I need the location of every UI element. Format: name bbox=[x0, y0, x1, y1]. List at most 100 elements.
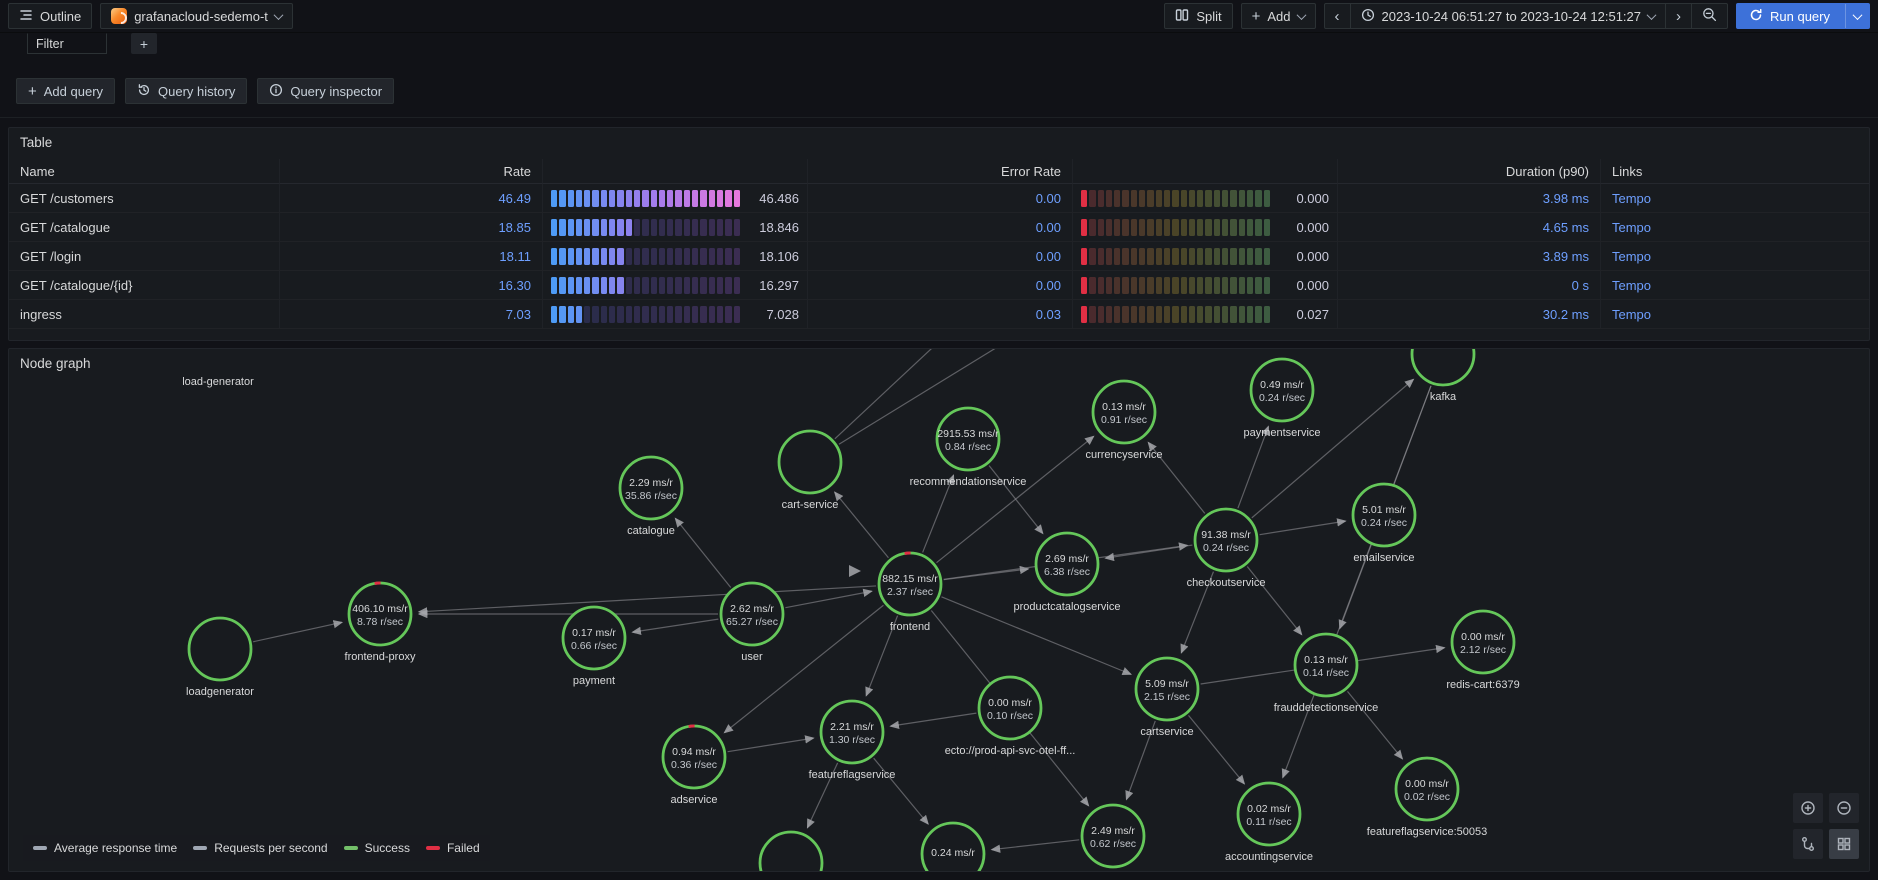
cell-error-rate-link[interactable]: 0.00 bbox=[808, 213, 1073, 241]
graph-edge bbox=[988, 465, 1044, 535]
cell-error-rate-link[interactable]: 0.03 bbox=[808, 300, 1073, 328]
graph-edge bbox=[1259, 518, 1347, 536]
cell-error-rate-link[interactable]: 0.00 bbox=[808, 271, 1073, 299]
node-stat-ms: 882.15 ms/r bbox=[882, 573, 938, 585]
time-range-picker[interactable]: 2023-10-24 06:51:27 to 2023-10-24 12:51:… bbox=[1350, 3, 1667, 29]
node-graph-controls bbox=[1793, 793, 1859, 859]
graph-edge bbox=[873, 757, 929, 825]
node-stat-rate: 0.10 r/sec bbox=[987, 710, 1033, 722]
cell-error-gauge: 0.000 bbox=[1073, 213, 1338, 241]
outline-button[interactable]: Outline bbox=[8, 3, 93, 29]
cell-duration-link[interactable]: 0 s bbox=[1338, 271, 1601, 299]
cell-rate-link[interactable]: 18.85 bbox=[280, 213, 543, 241]
tempo-link[interactable]: Tempo bbox=[1612, 190, 1652, 206]
node-stat-rate: 1.30 r/sec bbox=[829, 734, 875, 746]
filter-field[interactable]: Filter bbox=[27, 33, 107, 54]
zoom-in-button[interactable] bbox=[1793, 793, 1823, 823]
graph-node-partial-bl[interactable] bbox=[758, 830, 824, 871]
tempo-link[interactable]: Tempo bbox=[1612, 219, 1652, 235]
column-header-Rate[interactable]: Rate bbox=[280, 159, 543, 184]
legend-item: Average response time bbox=[33, 841, 177, 855]
query-history-button[interactable]: Query history bbox=[125, 78, 248, 104]
graph-node-kafka[interactable]: kafka bbox=[1410, 349, 1476, 403]
add-filter-button[interactable]: + bbox=[131, 33, 157, 54]
cell-duration-link[interactable]: 30.2 ms bbox=[1338, 300, 1601, 328]
column-header-Duration (p90)[interactable]: Duration (p90) bbox=[1338, 159, 1601, 184]
graph-node-n249[interactable]: 2.49 ms/r0.62 r/sec bbox=[1080, 803, 1146, 869]
time-range-text: 2023-10-24 06:51:27 to 2023-10-24 12:51:… bbox=[1381, 8, 1642, 24]
tempo-link[interactable]: Tempo bbox=[1612, 306, 1652, 322]
graph-node-n024[interactable]: 0.24 ms/r bbox=[920, 821, 986, 871]
column-header-Links[interactable]: Links bbox=[1601, 159, 1869, 184]
rate-gauge-value: 46.486 bbox=[759, 190, 799, 206]
column-header-Error Rate[interactable]: Error Rate bbox=[808, 159, 1073, 184]
zoom-out-button[interactable] bbox=[1829, 793, 1859, 823]
node-stat-ms: 2.62 ms/r bbox=[730, 603, 774, 615]
cell-error-gauge: 0.000 bbox=[1073, 184, 1338, 212]
history-icon bbox=[137, 83, 151, 100]
time-shift-forward-button[interactable]: › bbox=[1666, 3, 1693, 29]
rate-gauge bbox=[551, 189, 740, 207]
outline-icon bbox=[19, 8, 33, 25]
node-stat-ms: 0.13 ms/r bbox=[1102, 401, 1146, 413]
run-query-button[interactable]: Run query bbox=[1736, 3, 1870, 29]
query-inspector-button[interactable]: Query inspector bbox=[257, 78, 395, 104]
datasource-picker[interactable]: grafanacloud-sedemo-t bbox=[100, 3, 293, 29]
node-stat-rate: 0.66 r/sec bbox=[571, 640, 617, 652]
layout-hierarchy-button[interactable] bbox=[1793, 829, 1823, 859]
graph-node-cart-service[interactable]: cart-service bbox=[777, 429, 843, 511]
rate-gauge-value: 18.106 bbox=[759, 248, 799, 264]
time-zoom-out-button[interactable] bbox=[1692, 3, 1729, 29]
graph-edge bbox=[865, 615, 899, 697]
cell-rate-link[interactable]: 46.49 bbox=[280, 184, 543, 212]
tempo-link[interactable]: Tempo bbox=[1612, 277, 1652, 293]
rate-gauge bbox=[551, 305, 740, 323]
time-shift-back-button[interactable]: ‹ bbox=[1323, 3, 1351, 29]
node-stat-rate: 0.11 r/sec bbox=[1246, 816, 1291, 828]
cell-duration-link[interactable]: 4.65 ms bbox=[1338, 213, 1601, 241]
add-button[interactable]: + Add bbox=[1240, 3, 1316, 29]
node-stat-ms: 0.00 ms/r bbox=[1405, 778, 1449, 790]
graph-node-recommendationservice[interactable]: 2915.53 ms/r0.84 r/secrecommendationserv… bbox=[910, 406, 1027, 488]
tempo-link[interactable]: Tempo bbox=[1612, 248, 1652, 264]
split-button[interactable]: Split bbox=[1164, 3, 1233, 29]
node-graph-svg[interactable]: loadgenerator 406.10 ms/r8.78 r/secfronte… bbox=[9, 349, 1869, 871]
graph-node-ecto://prod-api-svc-otel-ff...[interactable]: 0.00 ms/r0.10 r/sececto://prod-api-svc-o… bbox=[945, 675, 1076, 757]
add-query-button[interactable]: + Add query bbox=[16, 78, 116, 104]
graph-node-loadgenerator[interactable]: loadgenerator bbox=[186, 616, 254, 698]
column-header-Name[interactable]: Name bbox=[9, 159, 280, 184]
cell-name: GET /catalogue/{id} bbox=[9, 271, 280, 299]
cell-error-rate-link[interactable]: 0.00 bbox=[808, 184, 1073, 212]
cell-error-rate-link[interactable]: 0.00 bbox=[808, 242, 1073, 270]
graph-node-featureflagservice:50053[interactable]: 0.00 ms/r0.02 r/secfeatureflagservice:50… bbox=[1367, 756, 1487, 838]
node-stat-ms: 2915.53 ms/r bbox=[937, 428, 999, 440]
cell-rate-link[interactable]: 16.30 bbox=[280, 271, 543, 299]
plus-icon: + bbox=[139, 35, 149, 52]
cell-rate-link[interactable]: 7.03 bbox=[280, 300, 543, 328]
cell-rate-link[interactable]: 18.11 bbox=[280, 242, 543, 270]
datasource-name: grafanacloud-sedemo-t bbox=[134, 8, 268, 24]
outline-label: Outline bbox=[40, 8, 82, 24]
cell-duration-link[interactable]: 3.89 ms bbox=[1338, 242, 1601, 270]
layout-grid-button[interactable] bbox=[1829, 829, 1859, 859]
graph-edge bbox=[1104, 544, 1193, 562]
legend-swatch bbox=[193, 846, 208, 850]
cell-duration-link[interactable]: 3.98 ms bbox=[1338, 184, 1601, 212]
